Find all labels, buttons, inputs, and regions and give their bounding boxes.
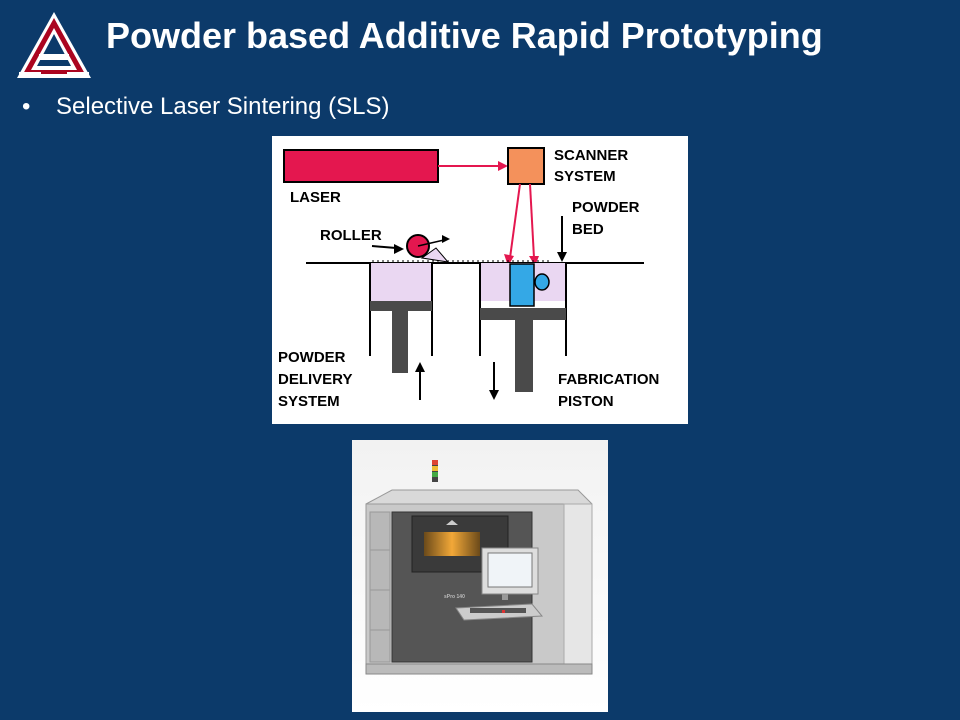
roller-label: ROLLER [320, 227, 382, 244]
machine-label: sPro 140 [444, 594, 465, 600]
scanner-label-2: SYSTEM [554, 168, 616, 185]
delivery-piston-rod [392, 311, 408, 373]
powder-bed-label-1: POWDER [572, 199, 640, 216]
laser-block [283, 149, 439, 183]
delivery-label-2: DELIVERY [278, 371, 352, 388]
university-logo: A [17, 12, 91, 78]
fabrication-piston-rod [515, 320, 533, 392]
powder-bed-label-2: BED [572, 221, 604, 238]
delivery-label-3: SYSTEM [278, 393, 340, 410]
delivery-piston-plate [370, 301, 432, 311]
sls-diagram: LASER SCANNER SYSTEM POWDER BED ROLLER [272, 136, 688, 424]
bullet-dot: • [22, 93, 31, 120]
sls-machine-photo: sPro 140 [352, 440, 608, 712]
slide-title: Powder based Additive Rapid Prototyping [106, 15, 823, 56]
fabrication-label-1: FABRICATION [558, 371, 659, 388]
bullet-text: Selective Laser Sintering (SLS) [56, 93, 390, 120]
laser-label: LASER [290, 189, 341, 206]
fabrication-label-2: PISTON [558, 393, 614, 410]
scanner-block [507, 147, 545, 185]
fabrication-piston-plate [480, 308, 566, 320]
fabricated-part [509, 263, 535, 307]
delivery-label-1: POWDER [278, 349, 346, 366]
scanner-label-1: SCANNER [554, 147, 628, 164]
